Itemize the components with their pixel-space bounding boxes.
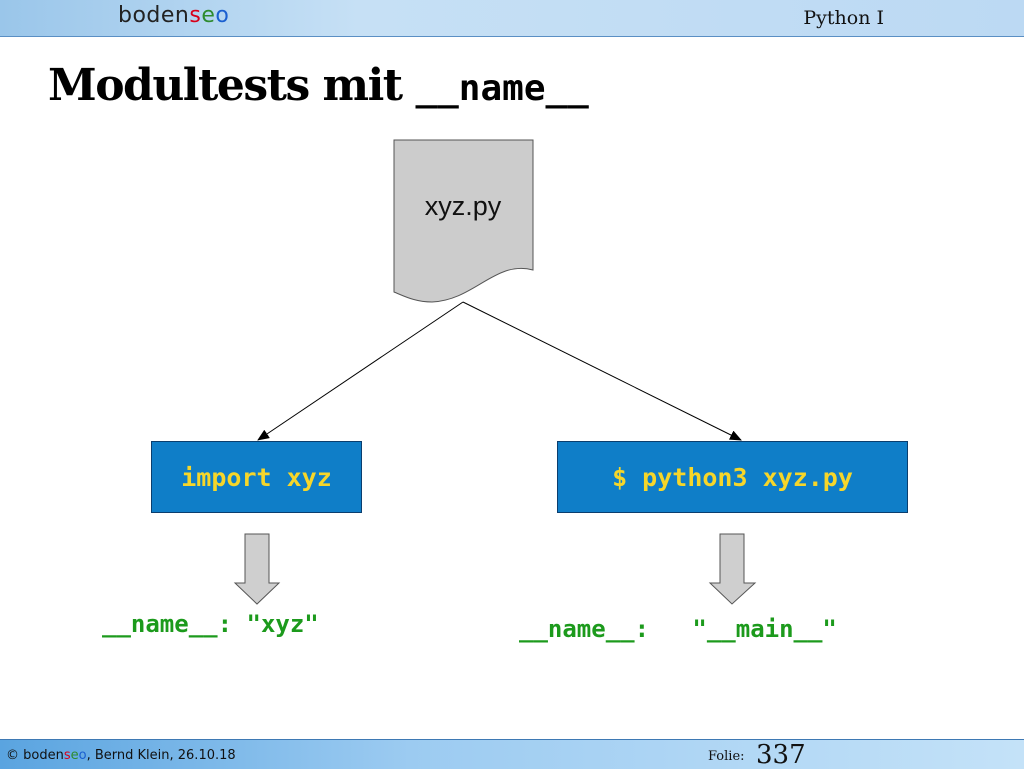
run-script-box: $ python3 xyz.py bbox=[557, 441, 908, 513]
name-value-imported: __name__: "xyz" bbox=[102, 610, 319, 638]
footer-logo-boden: boden bbox=[23, 748, 64, 763]
python-file-document-icon bbox=[393, 139, 534, 303]
slide-number: 337 bbox=[756, 740, 806, 770]
logo-text-e: e bbox=[201, 3, 216, 28]
connector-line-right bbox=[462, 301, 742, 441]
down-arrow-left-icon bbox=[233, 533, 281, 605]
footer-credits: © bodenseo, Bernd Klein, 26.10.18 bbox=[6, 748, 236, 763]
down-arrow-right-icon bbox=[708, 533, 757, 605]
copyright-symbol: © bbox=[6, 748, 19, 763]
slide-title-code: __name__ bbox=[415, 68, 589, 109]
file-label: xyz.py bbox=[425, 191, 502, 221]
footer-logo-o: o bbox=[78, 748, 87, 763]
logo-text-s: s bbox=[189, 3, 202, 28]
connector-line-left bbox=[257, 301, 464, 441]
slide-title: Modultests mit __name__ bbox=[48, 60, 589, 111]
slide-header: bodenseo Python I bbox=[0, 0, 1024, 37]
logo-text-o: o bbox=[215, 3, 230, 28]
bodenseo-logo: bodenseo bbox=[118, 3, 229, 28]
logo-text-boden: boden bbox=[118, 3, 190, 28]
slide-title-text: Modultests mit bbox=[48, 60, 416, 111]
import-module-box: import xyz bbox=[151, 441, 362, 513]
course-title: Python I bbox=[803, 7, 884, 29]
footer-logo-s: s bbox=[63, 748, 71, 763]
footer-author-date: , Bernd Klein, 26.10.18 bbox=[86, 748, 236, 763]
name-value-main: __name__: "__main__" bbox=[519, 615, 837, 643]
slide-number-label: Folie: bbox=[708, 749, 745, 764]
footer-logo-e: e bbox=[70, 748, 79, 763]
slide-footer: © bodenseo, Bernd Klein, 26.10.18 Folie:… bbox=[0, 739, 1024, 770]
